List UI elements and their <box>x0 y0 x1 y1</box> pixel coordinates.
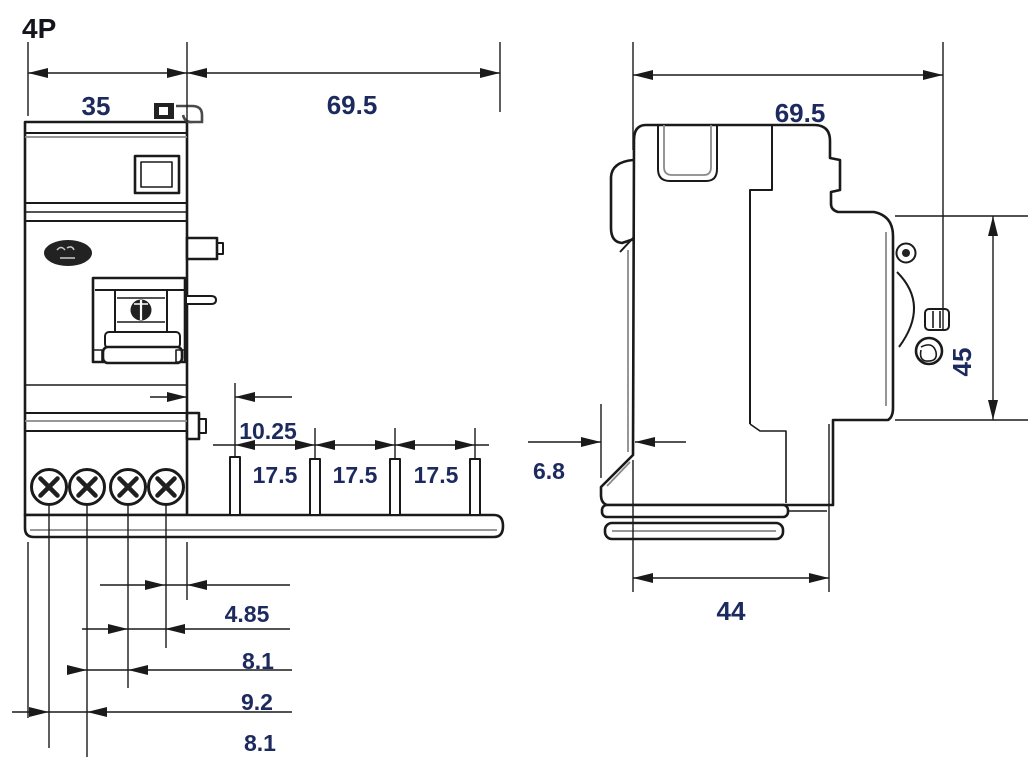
dim-label-69-5: 69.5 <box>327 90 378 120</box>
front-view: 35 69.5 10.25 <box>12 42 505 757</box>
dim-bottom-8-1a: 8.1 <box>82 624 290 674</box>
dim-base-width: 44 <box>632 424 830 626</box>
busbar-tab <box>185 236 219 261</box>
clip-foot-inner <box>606 461 631 487</box>
round-screw <box>914 336 944 366</box>
dim-attachment-width: 69.5 <box>187 68 500 120</box>
dim-label-44: 44 <box>717 596 746 626</box>
dim-label-45: 45 <box>947 348 977 377</box>
dim-bottom-8-1b: 8.1 <box>12 707 292 756</box>
dim-bottom-4-85: 4.85 <box>100 580 290 627</box>
terminal-detail <box>895 242 950 366</box>
indicator-window-inner <box>140 161 173 188</box>
handle-recess-inner <box>663 125 712 176</box>
din-clip-hook <box>609 158 635 245</box>
dim-label-4-85: 4.85 <box>225 601 270 627</box>
handle-recess <box>657 125 718 182</box>
terminal-screw <box>109 468 147 506</box>
dim-label-9-2: 9.2 <box>241 689 273 715</box>
top-din-clip <box>154 103 204 124</box>
dim-label-35: 35 <box>82 91 111 121</box>
front-body <box>23 120 189 517</box>
dim-bottom-9-2: 9.2 <box>67 665 292 715</box>
dim-label-10-25: 10.25 <box>239 418 297 444</box>
side-tabs <box>185 236 224 441</box>
actuator-rod <box>187 295 217 305</box>
plate-pins <box>229 383 481 516</box>
clip-hook <box>176 104 204 124</box>
busbar-tab-nub <box>216 242 224 255</box>
dim-module-width: 35 <box>28 68 187 121</box>
dim-label-6-8: 6.8 <box>533 458 565 484</box>
dim-terminal-height: 45 <box>895 215 1028 421</box>
terminal-screw <box>68 468 106 506</box>
face-step <box>749 125 773 424</box>
front-dimensions: 35 69.5 10.25 <box>12 42 501 757</box>
terminal-screw <box>30 468 68 506</box>
face-step-lower <box>749 423 787 503</box>
plate-pin <box>229 456 241 516</box>
dim-label-17-5-a: 17.5 <box>253 462 298 488</box>
terminal-screws <box>30 468 185 506</box>
terminal-bulge <box>896 271 915 348</box>
side-base-band <box>600 503 790 519</box>
side-body <box>599 123 895 507</box>
dim-clip-protrusion: 6.8 <box>528 404 686 484</box>
dim-pin-pitch: 17.5 17.5 17.5 <box>213 440 489 488</box>
plate-pin <box>469 458 481 516</box>
indicator-window <box>133 154 181 195</box>
lower-tab-nub <box>198 418 207 434</box>
side-view: 69.5 45 6.8 <box>528 42 1028 626</box>
dim-depth: 69.5 <box>633 70 943 128</box>
dim-label-8-1b: 8.1 <box>244 730 276 756</box>
plate-pin <box>389 458 401 516</box>
dim-label-17-5-c: 17.5 <box>414 462 459 488</box>
plate-pin <box>309 458 321 516</box>
terminal-screw <box>147 468 185 506</box>
test-block <box>91 276 187 365</box>
brand-oval <box>44 240 92 266</box>
base-plate <box>23 513 505 539</box>
dim-label-17-5-b: 17.5 <box>333 462 378 488</box>
clamp-screw <box>924 308 950 331</box>
dim-pin-offset: 10.25 <box>150 392 297 444</box>
side-dimensions: 69.5 45 6.8 <box>528 42 1028 626</box>
pole-count-label: 4P <box>22 13 56 44</box>
din-clip-joint <box>619 236 635 253</box>
lower-tab <box>185 411 201 441</box>
dim-label-depth: 69.5 <box>775 98 826 128</box>
